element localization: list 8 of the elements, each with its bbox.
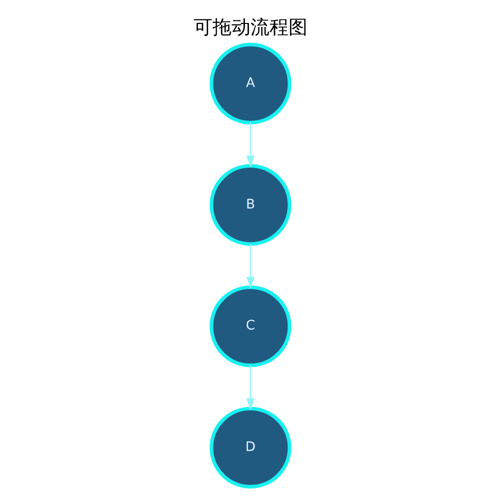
arrow (246, 365, 254, 410)
node-circle: D (209, 406, 291, 489)
node-circle: C (209, 285, 291, 368)
arrow (246, 244, 254, 289)
arrow (246, 122, 254, 168)
diagram-title: 可拖动流程图 (193, 15, 307, 38)
node-circle: A (209, 42, 291, 124)
node-circle: B (209, 164, 291, 246)
